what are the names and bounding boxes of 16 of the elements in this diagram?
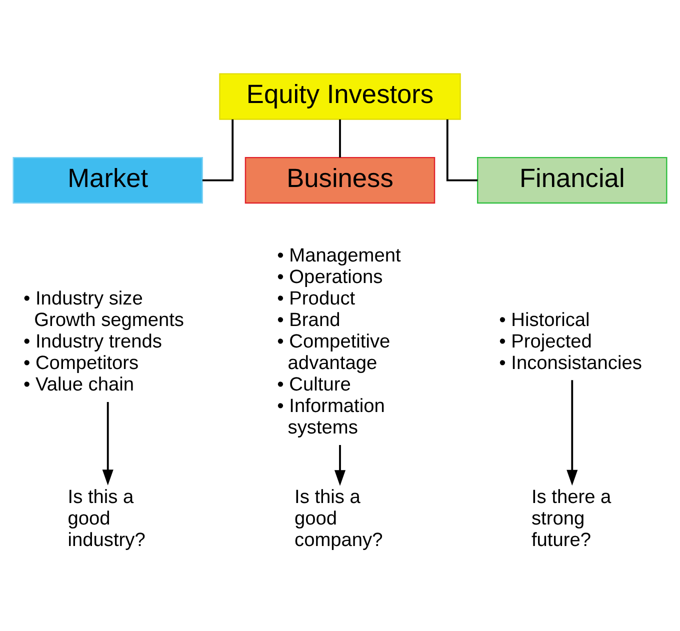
connector (202, 119, 234, 182)
node-box: Equity Investors (219, 73, 461, 120)
node-text: Is this a good company? (294, 487, 383, 552)
node-text: • Historical • Projected • Inconsistancies (499, 310, 642, 374)
arrow (102, 402, 114, 486)
arrow (566, 380, 578, 486)
node-text: • Management • Operations • Product • Brand • Competitive advantage • Culture • Information systems (277, 245, 401, 439)
connector (339, 119, 341, 158)
node-box: Business (244, 156, 436, 204)
arrow (334, 445, 346, 486)
connector (446, 119, 478, 182)
node-box: Financial (477, 156, 668, 204)
node-text: Is there a strong future? (531, 487, 612, 552)
node-text: • Industry size Growth segments • Industry trends • Competitors • Value chain (24, 288, 184, 396)
node-box: Market (12, 156, 203, 204)
node-text: Is this a good industry? (68, 487, 146, 552)
